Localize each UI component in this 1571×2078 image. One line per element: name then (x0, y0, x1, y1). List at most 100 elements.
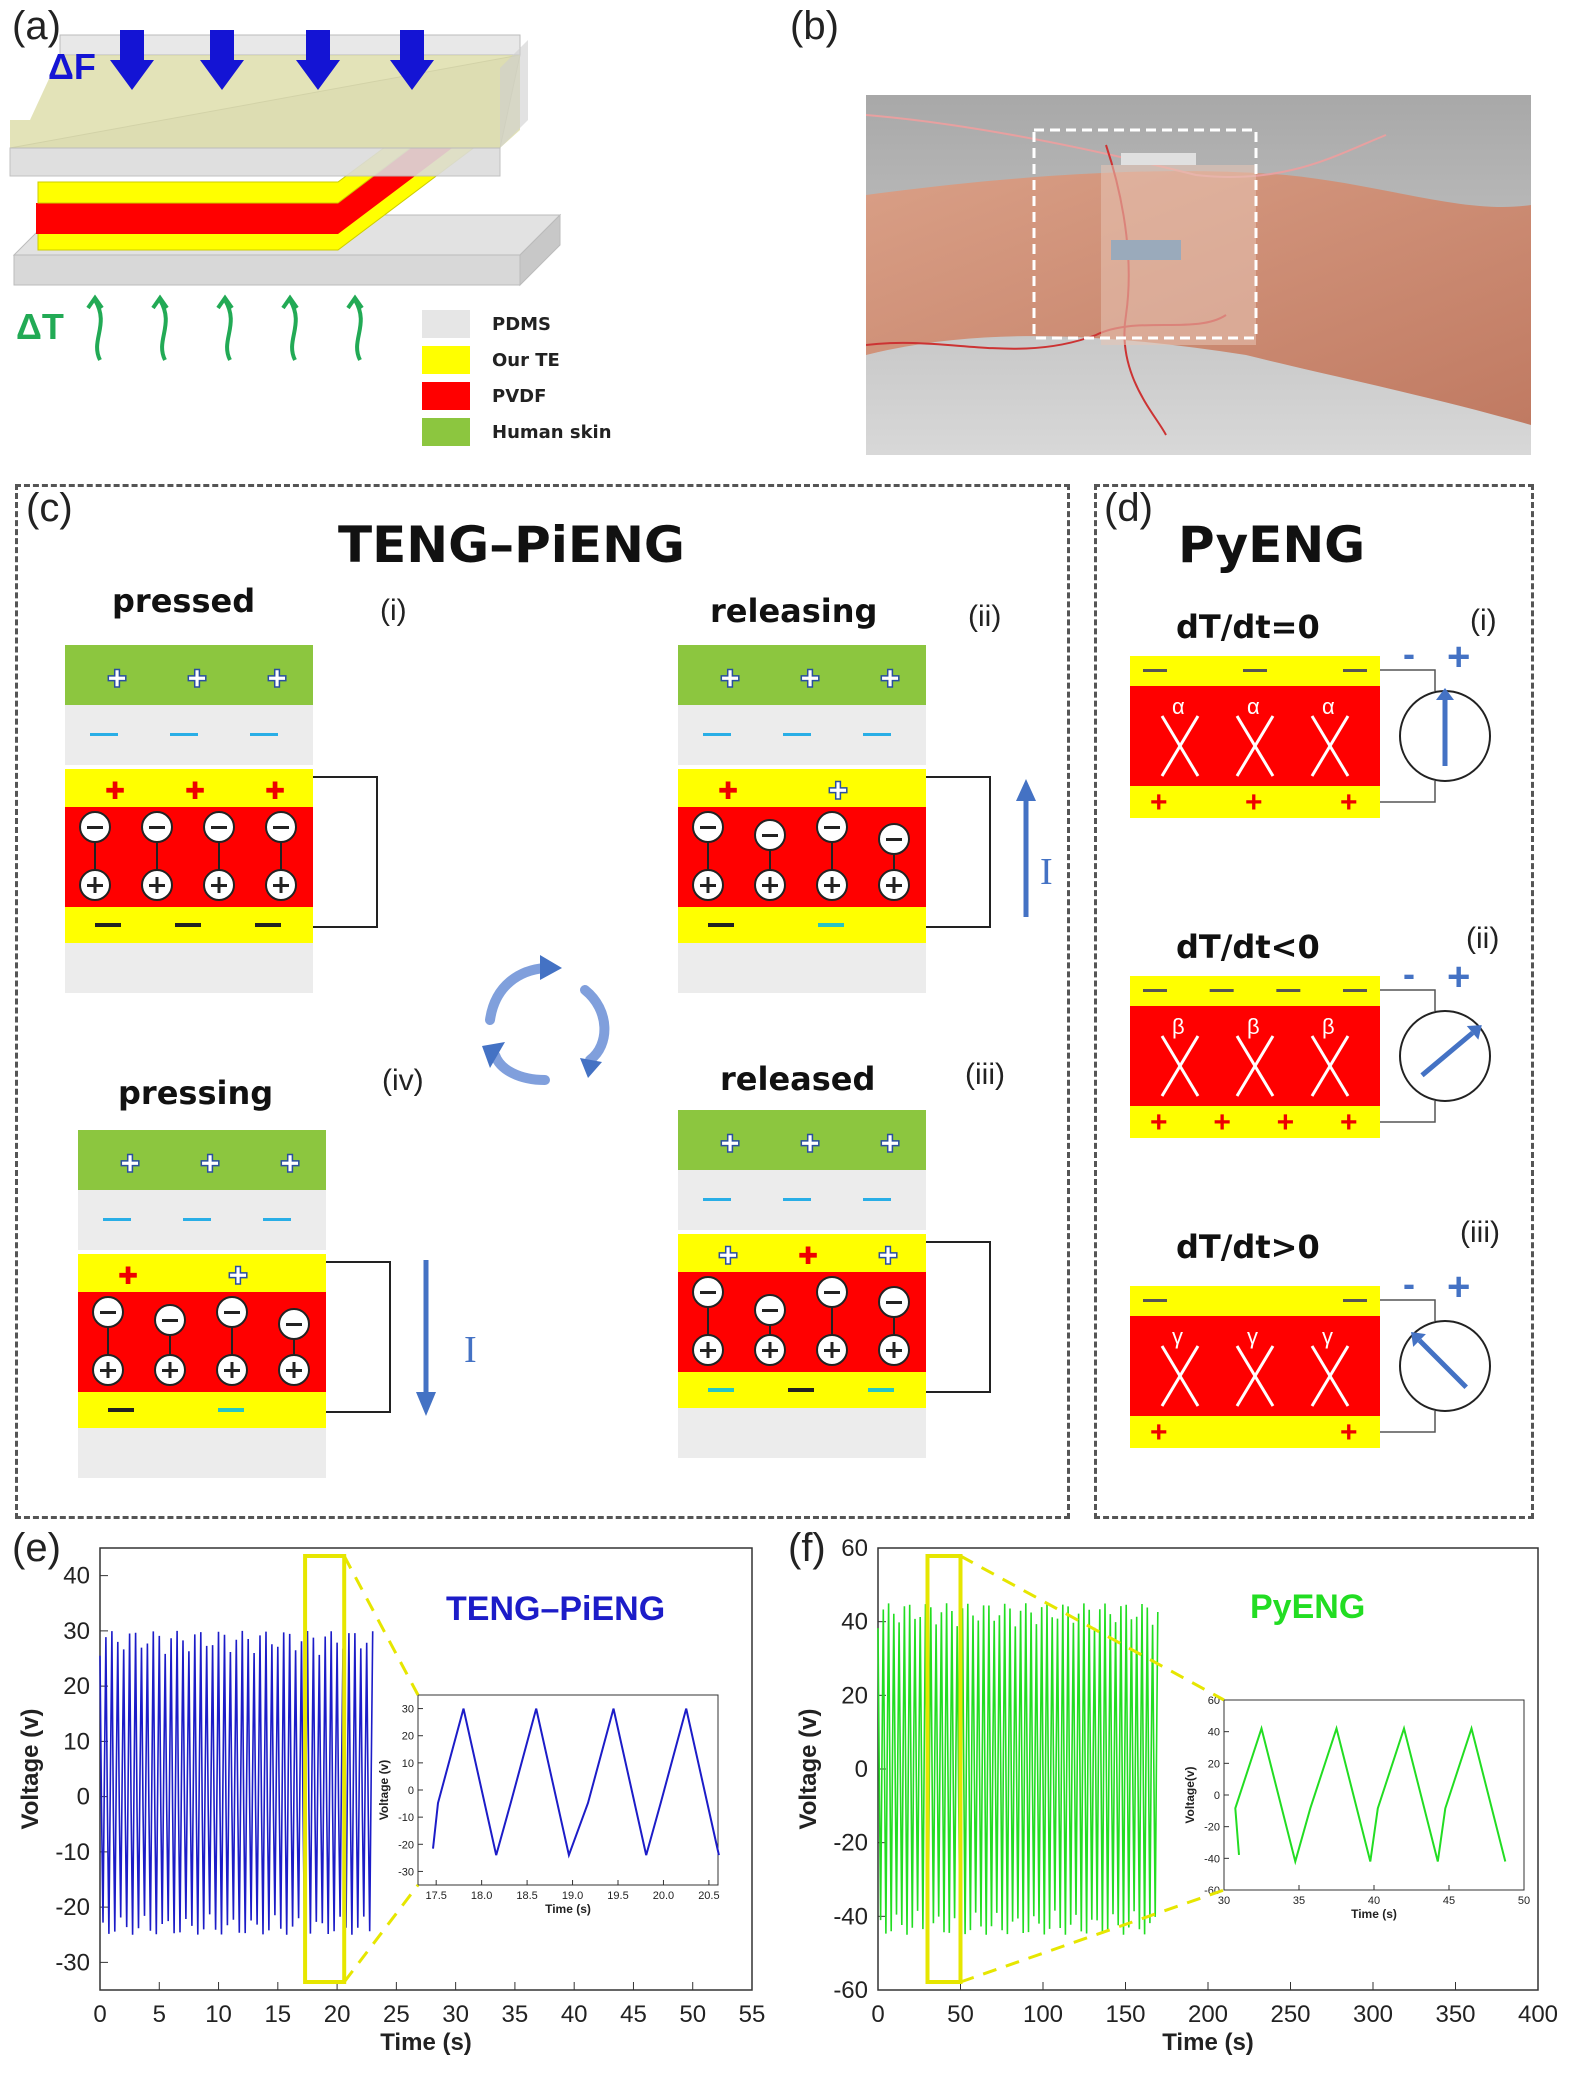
x-tick-label: 45 (620, 2001, 647, 2028)
minus-icon (100, 1311, 116, 1314)
skin-positive-charge: ✚ (880, 1131, 900, 1158)
phase-symbol: γ (1172, 1324, 1183, 1349)
dipole-line (1310, 1035, 1350, 1097)
plus-icon (106, 1362, 110, 1378)
inset-x-axis-label: Time (s) (1351, 1907, 1397, 1921)
meter-minus-sign: - (1403, 1263, 1415, 1304)
x-tick-label: 0 (93, 2001, 106, 2028)
y-tick-label: 40 (63, 1563, 90, 1590)
electrode-charge: ✚ (228, 1263, 248, 1290)
x-axis-label: Time (s) (1162, 2029, 1254, 2056)
pdms-bottom-layer (678, 1408, 926, 1458)
skin-positive-charge: ✚ (880, 666, 900, 693)
skin-positive-charge: ✚ (120, 1151, 140, 1178)
inset-x-tick-label: 20.0 (653, 1890, 674, 1902)
plus-icon (279, 877, 283, 893)
plus-icon (217, 877, 221, 893)
phase-symbol: β (1247, 1014, 1260, 1039)
pdms-negative-charge (863, 1198, 891, 1201)
inset-x-tick-label: 19.5 (607, 1890, 628, 1902)
state-releasing-roman: (ii) (968, 600, 1002, 633)
inset-y-tick-label: 10 (402, 1758, 414, 1770)
pvdf-layer (1130, 1006, 1380, 1106)
teng-piezo-cells: ✚✚✚✚✚✚✚✚✚✚✚✚✚✚✚✚✚✚✚✚✚✚ (65, 645, 1036, 1478)
x-tick-label: 400 (1518, 2001, 1558, 2028)
phase-symbol: β (1172, 1014, 1185, 1039)
top-electrode (65, 769, 313, 807)
electrode-positive-charge: + (1150, 1106, 1168, 1139)
electrode-charge: ✚ (828, 778, 848, 805)
panel-f-label: (f) (788, 1526, 826, 1570)
state-released-label: released (720, 1060, 876, 1098)
phase-symbol: γ (1247, 1324, 1258, 1349)
panel-c-title: TENG–PiENG (338, 516, 685, 574)
plus-icon (155, 877, 159, 893)
electrode-charge: ✚ (718, 778, 738, 805)
electrode-negative-charge (1276, 989, 1301, 992)
inset-x-tick-label: 35 (1293, 1895, 1305, 1907)
wrist-photo (866, 95, 1531, 455)
series-title: TENG–PiENG (446, 1590, 665, 1628)
current-label-releasing: I (1040, 851, 1053, 893)
teng-cell: ✚✚✚✚✚✚ (65, 645, 378, 993)
teng-cell: ✚✚✚✚✚ (678, 645, 1036, 993)
pyeng-state-2-label: dT/dt<0 (1176, 928, 1320, 966)
pdms-negative-charge (863, 733, 891, 736)
panel-a-legend: PDMS Our TE PVDF Human skin (422, 306, 622, 450)
inset-y-tick-label: -30 (398, 1866, 414, 1878)
inset-x-tick-label: 40 (1368, 1895, 1380, 1907)
top-electrode (678, 769, 926, 807)
current-arrow-head (1016, 779, 1036, 801)
pdms-negative-charge (183, 1218, 211, 1221)
dipole-line (1235, 1345, 1275, 1407)
meter-plus-sign: + (1447, 635, 1470, 679)
meter-minus-sign: - (1403, 633, 1415, 674)
electrode-negative-charge (1343, 669, 1367, 672)
minus-icon (149, 826, 165, 829)
y-tick-label: 40 (841, 1609, 868, 1636)
electrode-positive-charge: + (1340, 1416, 1358, 1449)
y-tick-label: -60 (833, 1977, 868, 2004)
external-circuit-wire (926, 1241, 991, 1393)
skin-layer (678, 1110, 926, 1170)
pyeng-state-1-label: dT/dt=0 (1176, 608, 1320, 646)
y-tick-label: 30 (63, 1618, 90, 1645)
force-label: ΔF (48, 46, 96, 87)
x-tick-label: 150 (1105, 2001, 1145, 2028)
minus-icon (886, 838, 902, 841)
external-circuit-wire (326, 1261, 391, 1413)
x-tick-label: 10 (205, 2001, 232, 2028)
plus-icon (830, 1342, 834, 1358)
pdms-negative-charge (783, 733, 811, 736)
y-axis-label: Voltage (v) (795, 1709, 822, 1830)
skin-positive-charge: ✚ (800, 1131, 820, 1158)
plus-icon (768, 1342, 772, 1358)
inset-y-tick-label: 0 (1214, 1790, 1220, 1802)
meter-wire (1380, 781, 1436, 803)
minus-icon (700, 826, 716, 829)
panel-a-label: (a) (12, 4, 61, 48)
inset-x-tick-label: 17.5 (425, 1890, 446, 1902)
skin-positive-charge: ✚ (107, 666, 127, 693)
voltage-series (877, 1603, 1159, 1935)
panel-c-frame (15, 484, 1070, 1519)
inset-y-tick-label: -20 (398, 1839, 414, 1851)
dipole-line (1160, 1035, 1200, 1097)
minus-icon (273, 826, 289, 829)
legend-item: PDMS (422, 306, 622, 342)
legend-label: Our TE (492, 349, 560, 371)
x-tick-label: 55 (739, 2001, 766, 2028)
legend-label: PVDF (492, 385, 547, 407)
panel-b-label: (b) (790, 4, 839, 48)
legend-item: Our TE (422, 342, 622, 378)
electrode-negative-charge (175, 923, 201, 927)
inset-y-tick-label: -10 (398, 1812, 414, 1824)
panel-a-diagram (9, 34, 562, 287)
pdms-negative-charge (250, 733, 278, 736)
top-electrode (1130, 976, 1380, 1006)
top-electrode (678, 1234, 926, 1272)
meter-wire (1380, 1101, 1436, 1123)
plus-icon (830, 877, 834, 893)
x-axis-label: Time (s) (380, 2029, 472, 2056)
